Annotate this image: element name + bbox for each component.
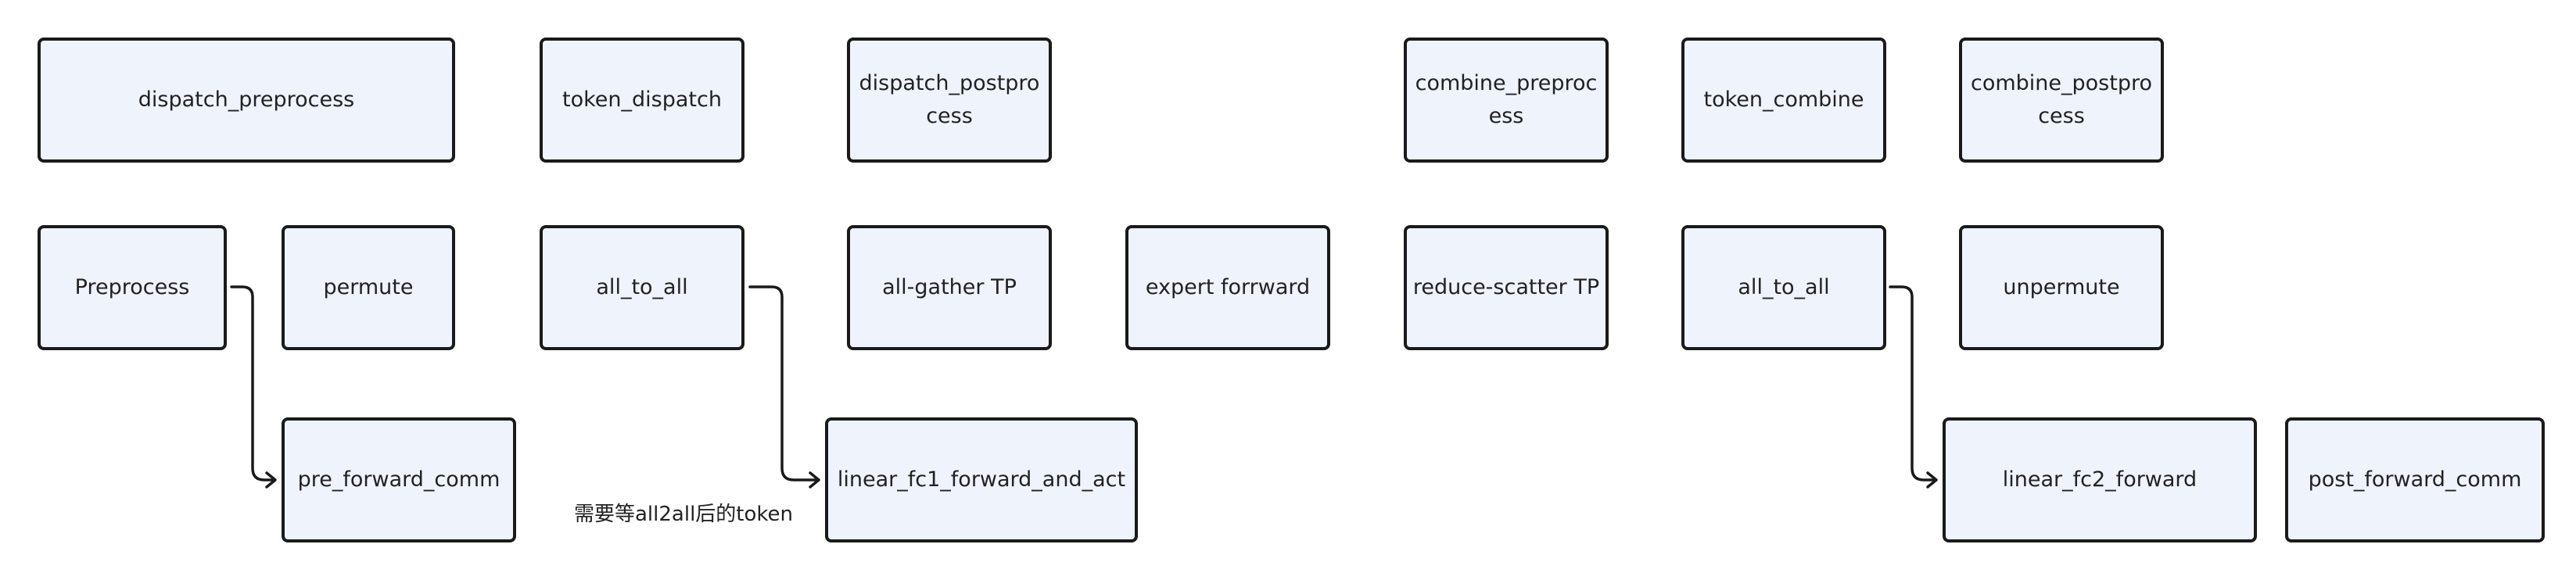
linear-fc2-forward-node: linear_fc2_forward <box>1943 417 2257 542</box>
arrowhead-linear-fc2 <box>1926 471 1938 489</box>
arrowhead-linear-fc1 <box>809 471 820 489</box>
connector-all-to-all-to-linear-fc2 <box>1889 285 1936 482</box>
arrowhead-pre-forward-comm <box>265 471 277 489</box>
combine-postprocess-node: combine_postprocess <box>1959 38 2164 163</box>
dispatch-postprocess-node: dispatch_postprocess <box>847 38 1052 163</box>
token-combine-node: token_combine <box>1681 38 1886 163</box>
connector-preprocess-to-pre-forward-comm <box>230 285 275 482</box>
reduce-scatter-tp-node: reduce-scatter TP <box>1404 225 1609 350</box>
permute-node: permute <box>282 225 455 350</box>
combine-preprocess-node: combine_preprocess <box>1404 38 1609 163</box>
preprocess-node: Preprocess <box>38 225 227 350</box>
all-to-all-combine-node: all_to_all <box>1681 225 1886 350</box>
pre-forward-comm-node: pre_forward_comm <box>282 417 516 542</box>
all-gather-tp-node: all-gather TP <box>847 225 1052 350</box>
connector-all-to-all-to-linear-fc1 <box>748 285 819 482</box>
post-forward-comm-node: post_forward_comm <box>2285 417 2545 542</box>
wait-token-note: 需要等all2all后的token <box>574 503 794 526</box>
token-dispatch-node: token_dispatch <box>540 38 744 163</box>
linear-fc1-forward-and-act-node: linear_fc1_forward_and_act <box>825 417 1138 542</box>
dispatch-preprocess-node: dispatch_preprocess <box>38 38 455 163</box>
all-to-all-dispatch-node: all_to_all <box>540 225 744 350</box>
expert-forward-node: expert forrward <box>1125 225 1330 350</box>
unpermute-node: unpermute <box>1959 225 2164 350</box>
